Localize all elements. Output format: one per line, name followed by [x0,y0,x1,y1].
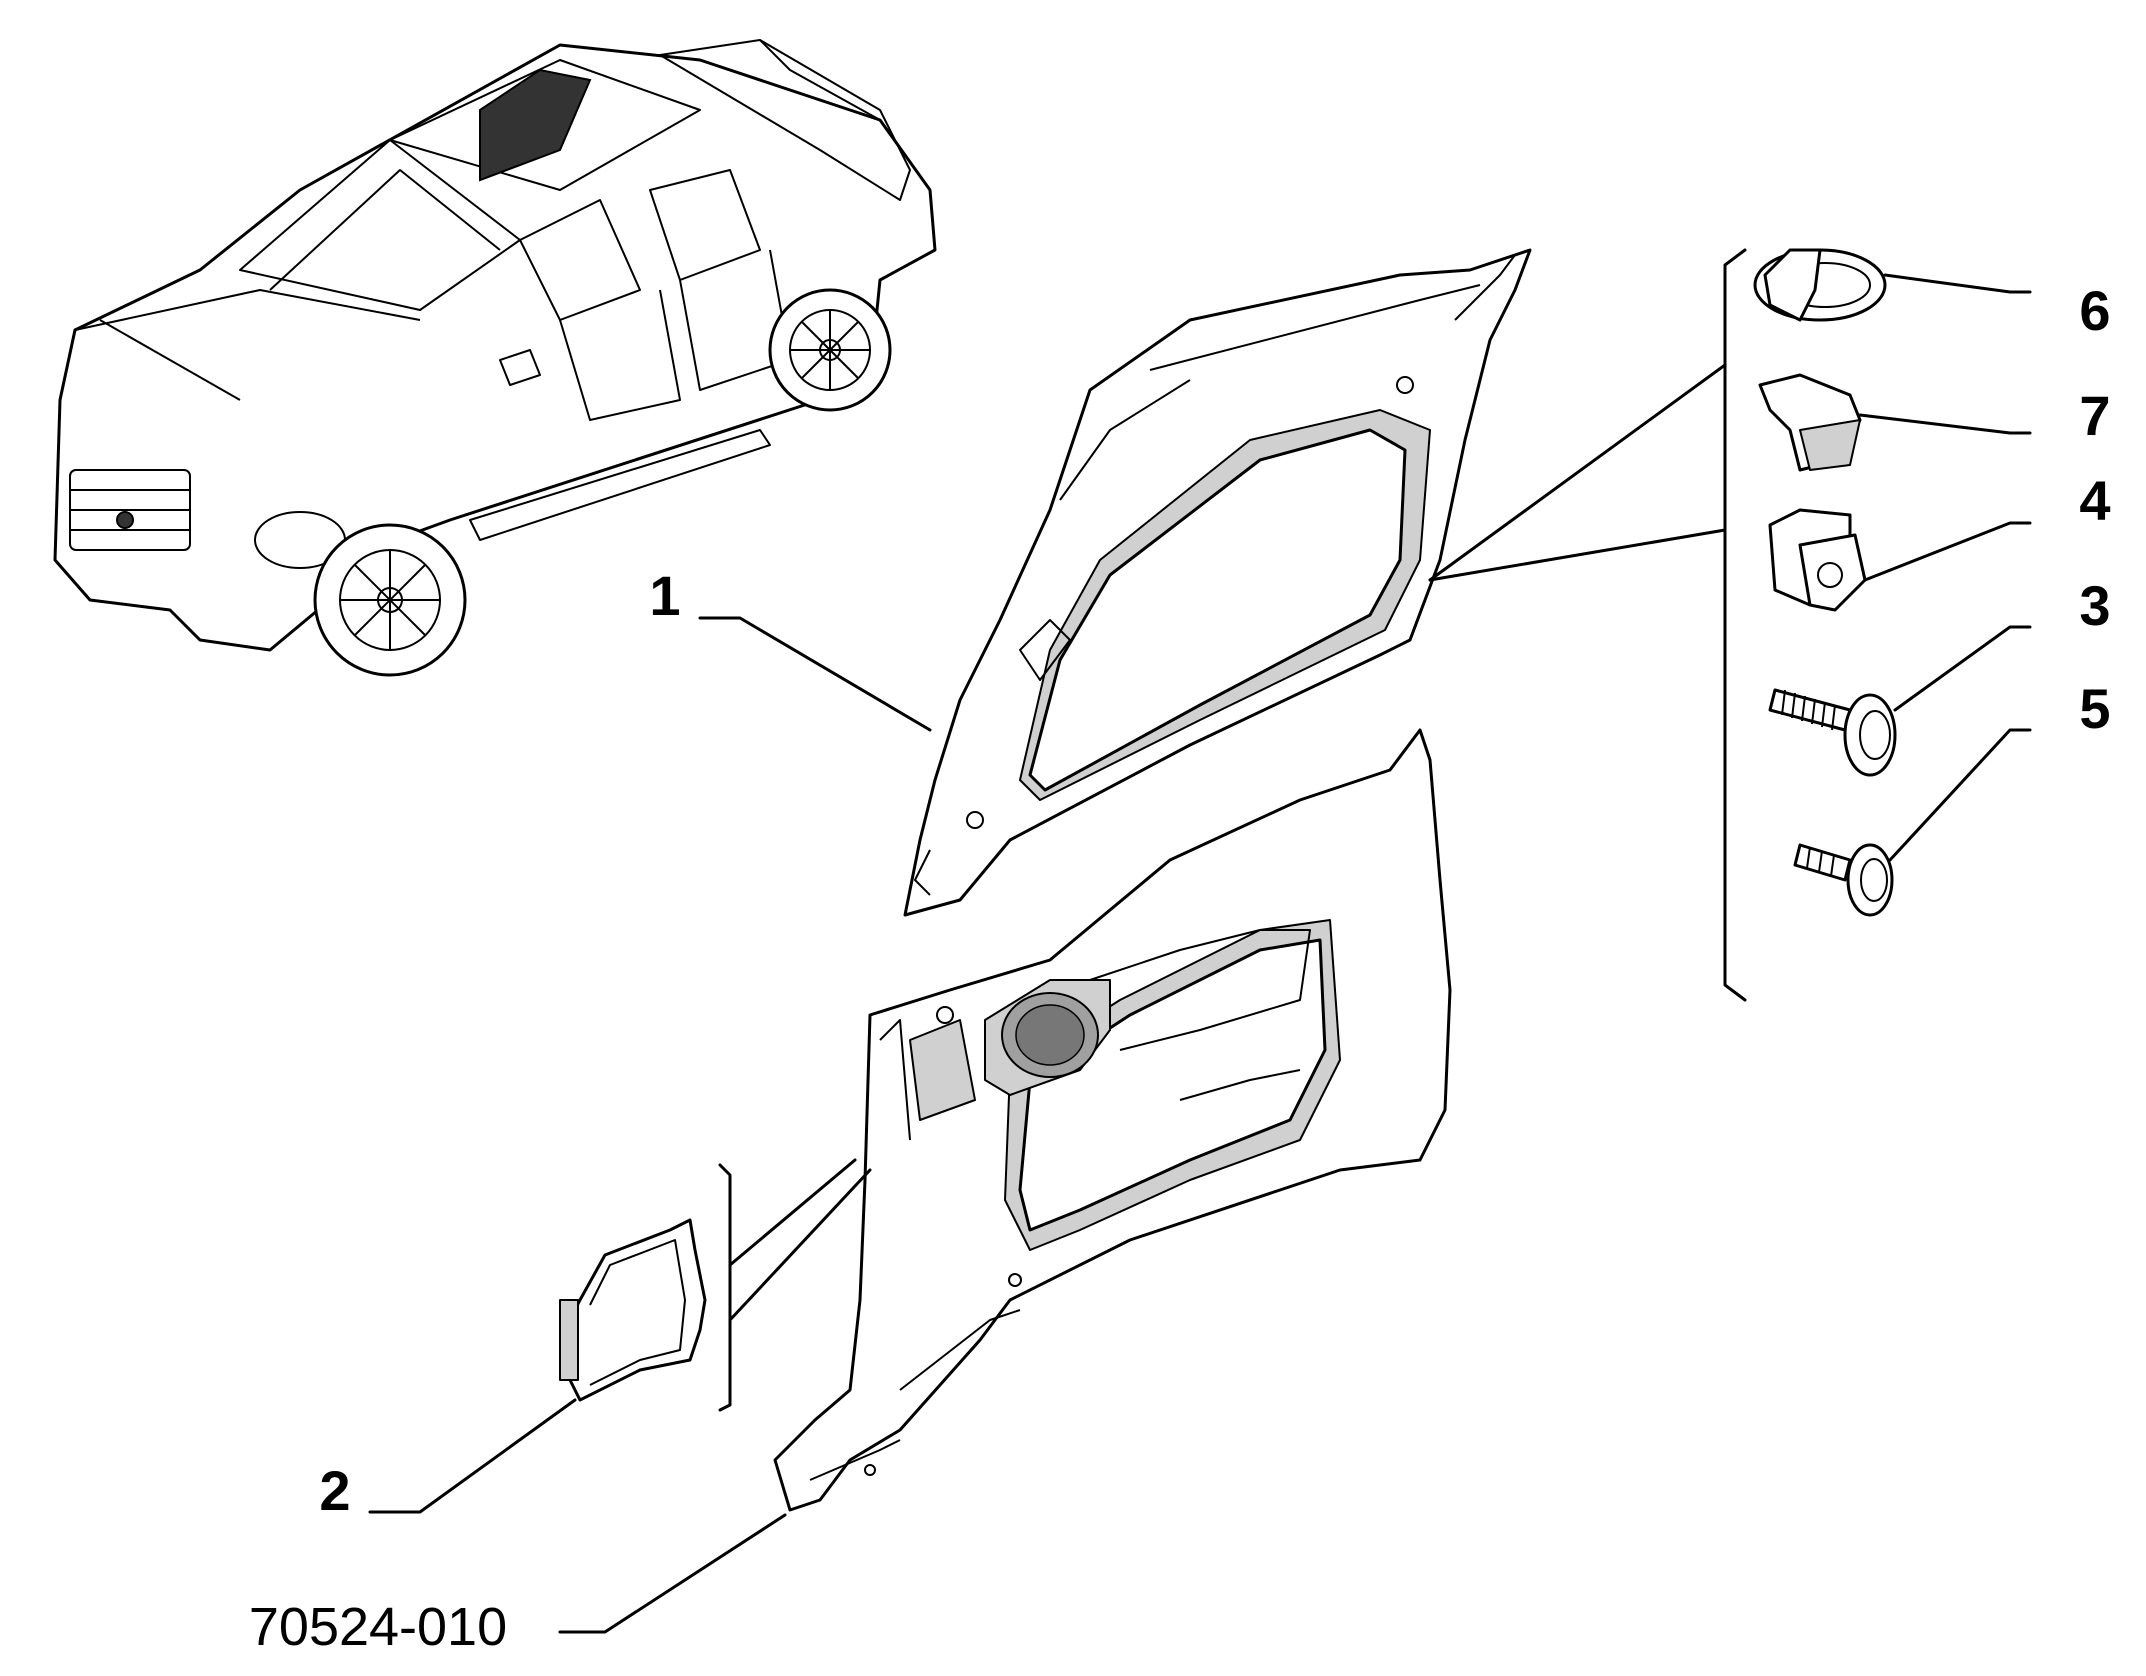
drawing-code: 70524-010 [249,1597,507,1657]
lower-quarter-trim-panel [773,728,1452,1512]
fastener-7-push-clip [1758,373,1862,472]
leader-lines [368,273,2032,1634]
vehicle-overview [53,39,937,677]
callout-6: 6 [2079,279,2110,342]
fastener-6-oval-clip [1753,248,1887,322]
part-1-upper-trim-panel [903,248,1532,917]
callout-1: 1 [649,564,680,627]
sunroof-highlight [479,68,592,182]
callout-5: 5 [2079,677,2110,740]
fastener-group-bracket [1723,248,1747,1002]
fastener-5-bolt [1793,843,1894,917]
cover-group-bracket [718,1163,732,1412]
part-2-cover-panel [559,1218,707,1402]
callout-3: 3 [2079,574,2110,637]
fastener-3-screw [1768,688,1897,777]
callout-4: 4 [2079,469,2110,532]
fastener-4-square-nut [1768,508,1867,612]
callout-2: 2 [319,1459,350,1522]
callout-7: 7 [2079,384,2110,447]
